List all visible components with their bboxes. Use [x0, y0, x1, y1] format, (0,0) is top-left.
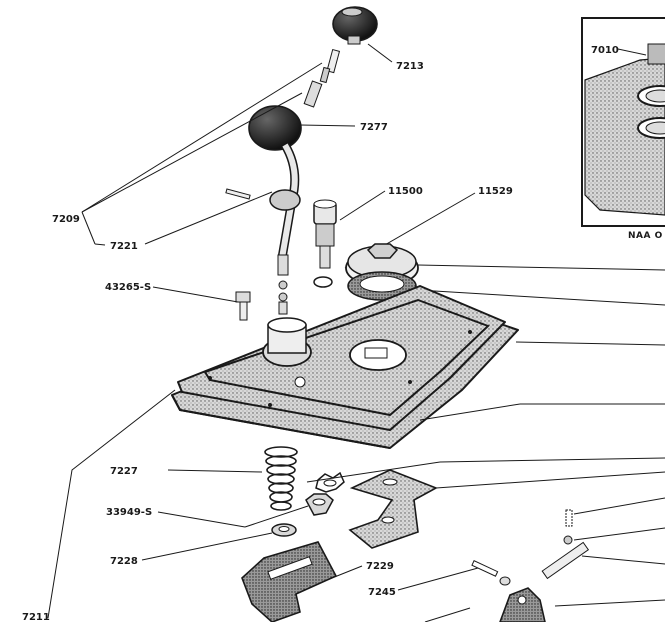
label-11500: 11500 — [388, 186, 423, 197]
label-7209: 7209 — [52, 214, 80, 225]
lock-washer — [315, 471, 345, 493]
label-33949s: 33949-S — [106, 507, 152, 518]
label-43265s: 43265-S — [105, 282, 151, 293]
washer-7228 — [271, 523, 297, 537]
label-7277: 7277 — [360, 122, 388, 133]
inset-caption: NAA O — [628, 231, 663, 241]
label-7211: 7211 — [22, 612, 50, 622]
label-7228: 7228 — [110, 556, 138, 567]
small-spring — [565, 509, 573, 527]
cover-plate — [171, 285, 519, 449]
shift-fork — [499, 587, 546, 622]
knob-stud — [319, 48, 341, 84]
guide-plate-7229 — [241, 541, 338, 622]
label-7010: 7010 — [591, 45, 619, 56]
plunger-11500 — [313, 199, 337, 288]
screw-7245 — [471, 560, 511, 586]
shift-knob — [332, 6, 378, 45]
label-7227: 7227 — [110, 466, 138, 477]
inset-detail: 7010 NAA O — [581, 17, 665, 241]
shift-lever — [248, 80, 323, 315]
filler-cap-assembly — [345, 243, 419, 301]
bolt-43265s — [235, 291, 251, 321]
lever-pin — [225, 188, 251, 200]
nut-33949s — [305, 493, 334, 516]
label-7221: 7221 — [110, 241, 138, 252]
spring-7227 — [264, 446, 298, 511]
detent-pin — [541, 541, 590, 580]
ball — [563, 535, 573, 545]
label-11529: 11529 — [478, 186, 513, 197]
label-7213: 7213 — [396, 61, 424, 72]
bracket — [348, 469, 438, 549]
label-7245: 7245 — [368, 587, 396, 598]
label-7229: 7229 — [366, 561, 394, 572]
